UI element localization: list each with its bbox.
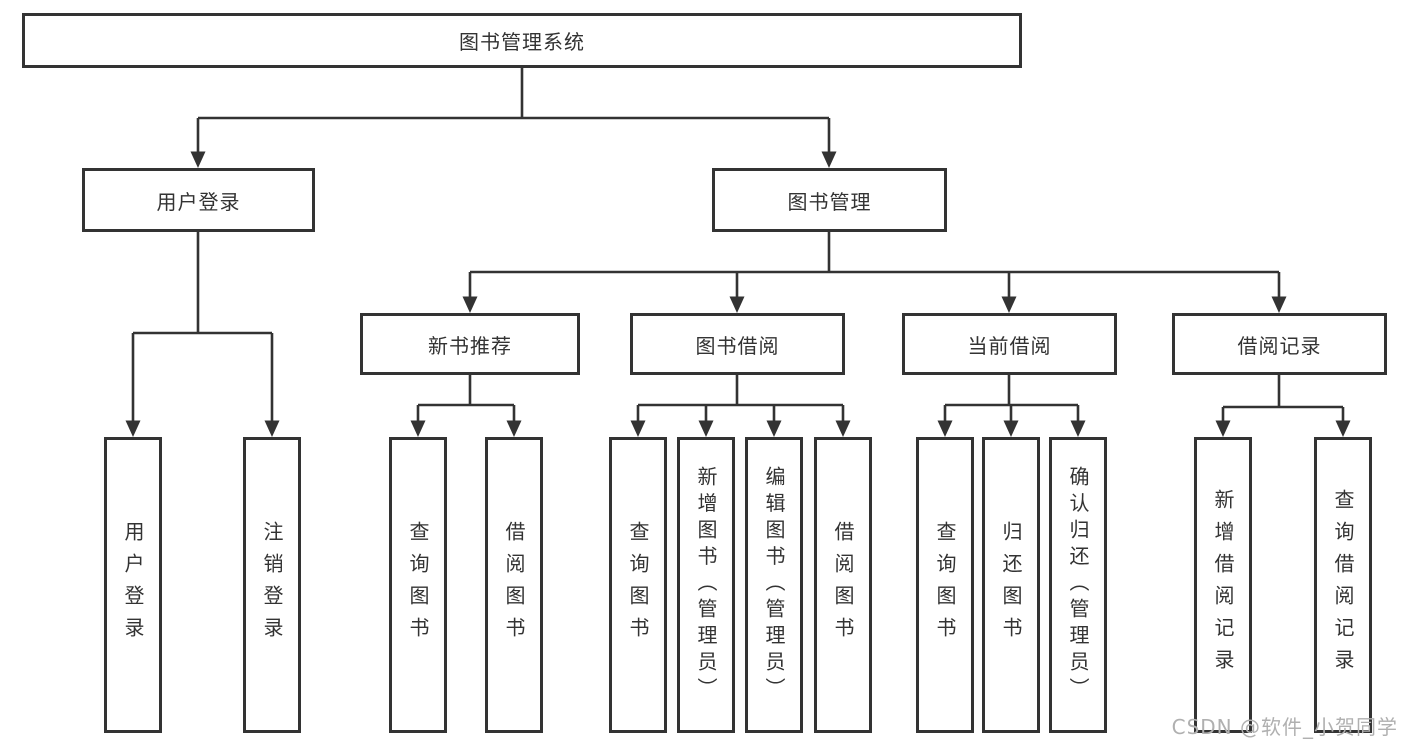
leaf-logout-label: 注销登录 [260,521,284,649]
leaf-cb-confirm-return-admin-label: 确认归还（管理员） [1066,466,1090,704]
leaf-bb-query-books-label: 查询图书 [626,521,650,649]
leaf-cb-query-books: 查询图书 [916,437,974,733]
node-book-borrowing: 图书借阅 [630,313,845,375]
leaf-br-add-record: 新增借阅记录 [1194,437,1252,733]
leaf-nbr-query-books-label: 查询图书 [406,521,430,649]
leaf-bb-edit-books-admin-label: 编辑图书（管理员） [762,466,786,704]
node-book-borrowing-label: 图书借阅 [695,333,780,358]
leaf-cb-query-books-label: 查询图书 [933,521,957,649]
node-current-borrowing: 当前借阅 [902,313,1117,375]
node-book-management-label: 图书管理 [787,189,872,214]
node-borrowing-records-label: 借阅记录 [1237,333,1322,358]
leaf-cb-return-books-label: 归还图书 [999,521,1023,649]
leaf-br-query-record-label: 查询借阅记录 [1331,489,1355,681]
leaf-bb-add-books-admin-label: 新增图书（管理员） [694,466,718,704]
watermark-text: CSDN @软件_小贺同学 [1171,715,1398,739]
node-root: 图书管理系统 [22,13,1022,68]
node-book-management: 图书管理 [712,168,947,232]
node-root-label: 图书管理系统 [459,30,585,54]
leaf-br-add-record-label: 新增借阅记录 [1211,489,1235,681]
leaf-br-query-record: 查询借阅记录 [1314,437,1372,733]
leaf-bb-edit-books-admin: 编辑图书（管理员） [745,437,803,733]
leaf-user-login: 用户登录 [104,437,162,733]
node-user-login-branch: 用户登录 [82,168,315,232]
leaf-bb-query-books: 查询图书 [609,437,667,733]
node-new-book-recommendation-label: 新书推荐 [428,333,512,358]
node-current-borrowing-label: 当前借阅 [967,333,1052,358]
node-user-login-branch-label: 用户登录 [156,189,241,214]
leaf-cb-confirm-return-admin: 确认归还（管理员） [1049,437,1107,733]
leaf-nbr-borrow-books: 借阅图书 [485,437,543,733]
leaf-logout: 注销登录 [243,437,301,733]
leaf-cb-return-books: 归还图书 [982,437,1040,733]
leaf-user-login-label: 用户登录 [121,521,145,649]
leaf-nbr-query-books: 查询图书 [389,437,447,733]
node-borrowing-records: 借阅记录 [1172,313,1387,375]
node-new-book-recommendation: 新书推荐 [360,313,580,375]
leaf-bb-add-books-admin: 新增图书（管理员） [677,437,735,733]
leaf-bb-borrow-books-label: 借阅图书 [831,521,855,649]
leaf-nbr-borrow-books-label: 借阅图书 [502,521,526,649]
leaf-bb-borrow-books: 借阅图书 [814,437,872,733]
